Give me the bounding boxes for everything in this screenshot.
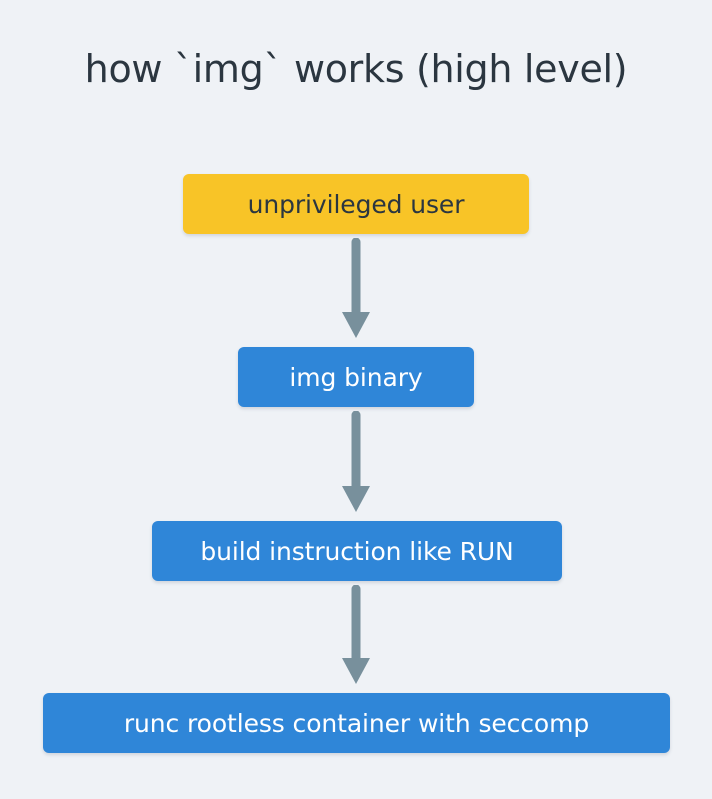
diagram-title: how `img` works (high level) [84,47,628,91]
node-label: runc rootless container with seccomp [123,708,590,738]
arrow-unprivileged-user-to-img-binary [338,238,374,342]
node-label: unprivileged user [247,189,465,219]
node-build-instruction[interactable]: build instruction like RUN [152,521,562,581]
node-label: build instruction like RUN [200,536,514,566]
node-runc-rootless[interactable]: runc rootless container with seccomp [43,693,670,753]
node-img-binary[interactable]: img binary [238,347,474,407]
node-label: img binary [289,362,423,392]
node-unprivileged-user[interactable]: unprivileged user [183,174,529,234]
arrow-img-binary-to-build-instruction [338,411,374,516]
arrow-build-instruction-to-runc-rootless [338,585,374,688]
